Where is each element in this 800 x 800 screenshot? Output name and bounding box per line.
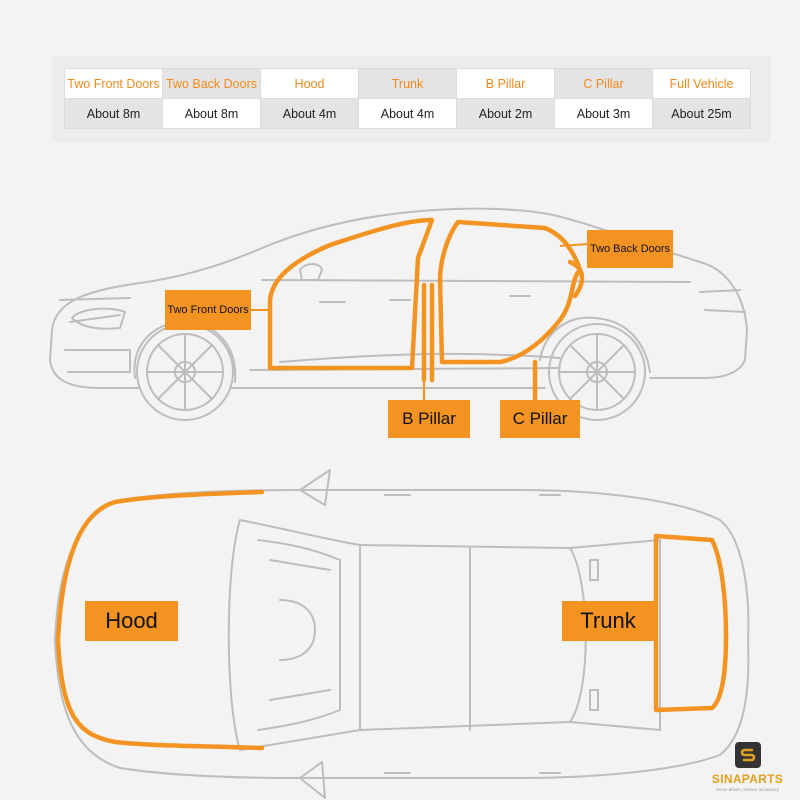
value-b-pillar: About 2m	[456, 98, 555, 129]
callout-trunk: Trunk	[562, 601, 654, 641]
front-wheel	[136, 323, 234, 421]
b-pillar-seal	[421, 282, 435, 383]
back-door-seal	[437, 219, 583, 365]
value-front-doors: About 8m	[64, 98, 163, 129]
callout-c-pillar: C Pillar	[500, 400, 580, 438]
length-table: Two Front Doors Two Back Doors Hood Trun…	[64, 68, 751, 129]
side-view-car-outline	[49, 207, 748, 389]
rear-wheel	[548, 323, 646, 421]
brand-tagline: Since driven, forever accessory	[716, 787, 779, 792]
table-header-row: Two Front Doors Two Back Doors Hood Trun…	[64, 68, 751, 99]
sinaparts-s-badge-icon	[735, 742, 761, 768]
table-value-row: About 8m About 8m About 4m About 4m Abou…	[64, 98, 751, 129]
back-door-seal-edge	[567, 259, 585, 299]
header-b-pillar: B Pillar	[456, 68, 555, 99]
header-full-vehicle: Full Vehicle	[652, 68, 751, 99]
header-trunk: Trunk	[358, 68, 457, 99]
header-back-doors: Two Back Doors	[162, 68, 261, 99]
header-front-doors: Two Front Doors	[64, 68, 163, 99]
value-back-doors: About 8m	[162, 98, 261, 129]
headlight	[71, 307, 126, 330]
trunk-seal	[653, 533, 729, 713]
value-trunk: About 4m	[358, 98, 457, 129]
length-table-panel: Two Front Doors Two Back Doors Hood Trun…	[52, 56, 771, 142]
brand-logo: SINAPARTS Since driven, forever accessor…	[700, 742, 795, 797]
brand-name: SINAPARTS	[711, 772, 784, 786]
callout-back-doors: Two Back Doors	[587, 230, 673, 268]
hood-seal	[55, 489, 265, 751]
callout-hood: Hood	[85, 601, 178, 641]
callout-b-pillar: B Pillar	[388, 400, 470, 438]
callout-front-doors: Two Front Doors	[165, 290, 251, 330]
value-c-pillar: About 3m	[554, 98, 653, 129]
header-c-pillar: C Pillar	[554, 68, 653, 99]
value-full-vehicle: About 25m	[652, 98, 751, 129]
top-view-car-outline	[54, 469, 750, 799]
front-door-seal	[267, 217, 435, 371]
side-mirror	[299, 263, 323, 281]
door-handles	[319, 295, 531, 303]
